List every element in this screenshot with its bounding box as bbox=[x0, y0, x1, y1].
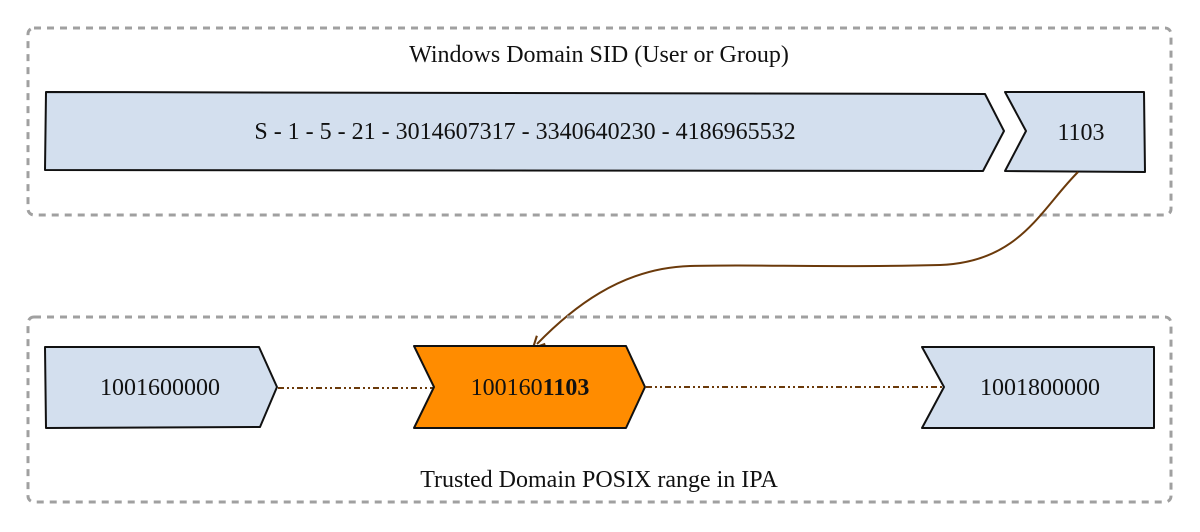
range-start-shape bbox=[44, 346, 278, 429]
posix-panel-title: Trusted Domain POSIX range in IPA bbox=[420, 467, 778, 493]
sid-prefix-label: S - 1 - 5 - 21 - 3014607317 - 3340640230… bbox=[254, 119, 795, 145]
rid-shape bbox=[1004, 91, 1146, 173]
sid-prefix-shape bbox=[44, 91, 1005, 172]
range-end-shape bbox=[921, 346, 1155, 429]
range-start-label: 1001600000 bbox=[100, 375, 220, 401]
mapped-id-rid: 1103 bbox=[543, 375, 590, 401]
rid-mapping-arrow bbox=[537, 171, 1079, 344]
range-end-label: 1001800000 bbox=[980, 375, 1100, 401]
mapped-id-label: 1001601103 bbox=[471, 375, 590, 401]
mapped-id-shape bbox=[413, 345, 646, 429]
mapped-id-base: 100160 bbox=[471, 375, 543, 401]
sid-panel-frame bbox=[26, 26, 1173, 217]
rid-label: 1103 bbox=[1057, 120, 1104, 146]
posix-panel-frame bbox=[26, 315, 1173, 504]
sid-panel-title: Windows Domain SID (User or Group) bbox=[409, 42, 789, 68]
